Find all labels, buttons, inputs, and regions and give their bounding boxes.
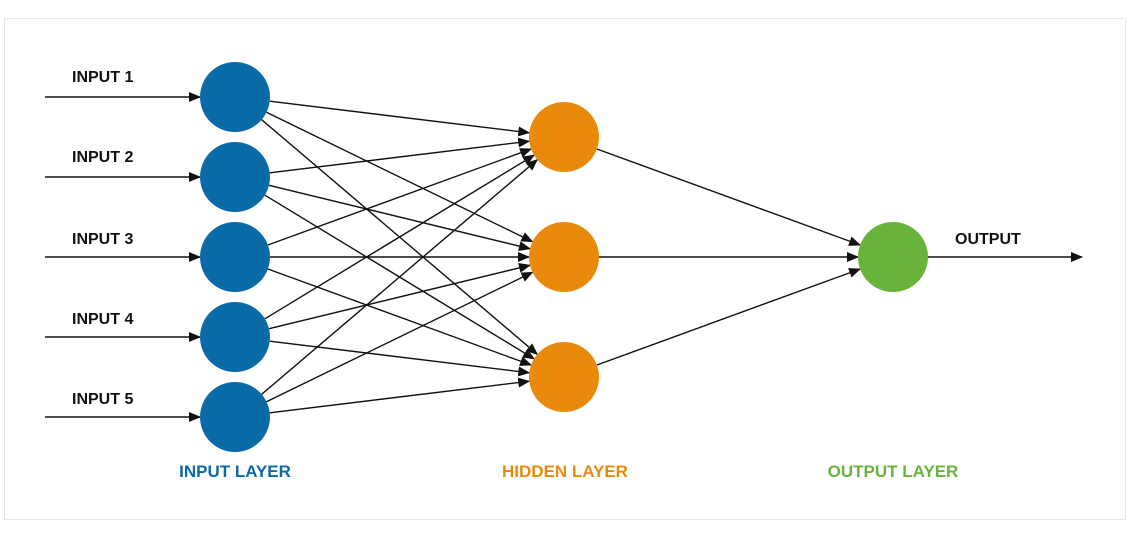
input-layer-caption: INPUT LAYER <box>179 462 291 481</box>
edge-input-2-hidden-2 <box>268 184 531 251</box>
input-label-5: INPUT 5 <box>72 391 133 408</box>
edge-input-4-hidden-2 <box>268 263 531 330</box>
edge-input-4-hidden-1 <box>264 154 535 320</box>
edge-input-4-hidden-3 <box>269 340 531 377</box>
connections <box>261 100 862 414</box>
edge-hidden-1-output <box>596 148 862 246</box>
input-node-1 <box>200 62 270 132</box>
input-node-5 <box>200 382 270 452</box>
input-node-2 <box>200 142 270 212</box>
hidden-node-2 <box>529 222 599 292</box>
hidden-layer-caption: HIDDEN LAYER <box>502 462 628 481</box>
input-label-4: INPUT 4 <box>72 311 133 328</box>
input-node-3 <box>200 222 270 292</box>
edge-input-5-hidden-2 <box>266 271 534 403</box>
hidden-node-1 <box>529 102 599 172</box>
edge-input-3-hidden-3 <box>267 268 533 366</box>
input-node-4 <box>200 302 270 372</box>
edge-input-1-hidden-1 <box>269 100 531 137</box>
edge-input-5-hidden-3 <box>269 377 531 414</box>
output-node <box>858 222 928 292</box>
input-label-3: INPUT 3 <box>72 231 133 248</box>
output-layer-caption: OUTPUT LAYER <box>828 462 959 481</box>
edge-input-1-hidden-2 <box>266 111 534 243</box>
hidden-node-3 <box>529 342 599 412</box>
edge-hidden-3-output <box>596 268 862 366</box>
edge-input-2-hidden-1 <box>269 137 531 174</box>
input-label-1: INPUT 1 <box>72 69 133 86</box>
edge-input-5-hidden-1 <box>261 159 539 395</box>
edge-input-3-hidden-1 <box>267 148 533 246</box>
input-label-2: INPUT 2 <box>72 149 133 166</box>
input-arrows <box>45 92 1083 422</box>
nodes <box>200 62 928 452</box>
output-label: OUTPUT <box>955 231 1021 248</box>
